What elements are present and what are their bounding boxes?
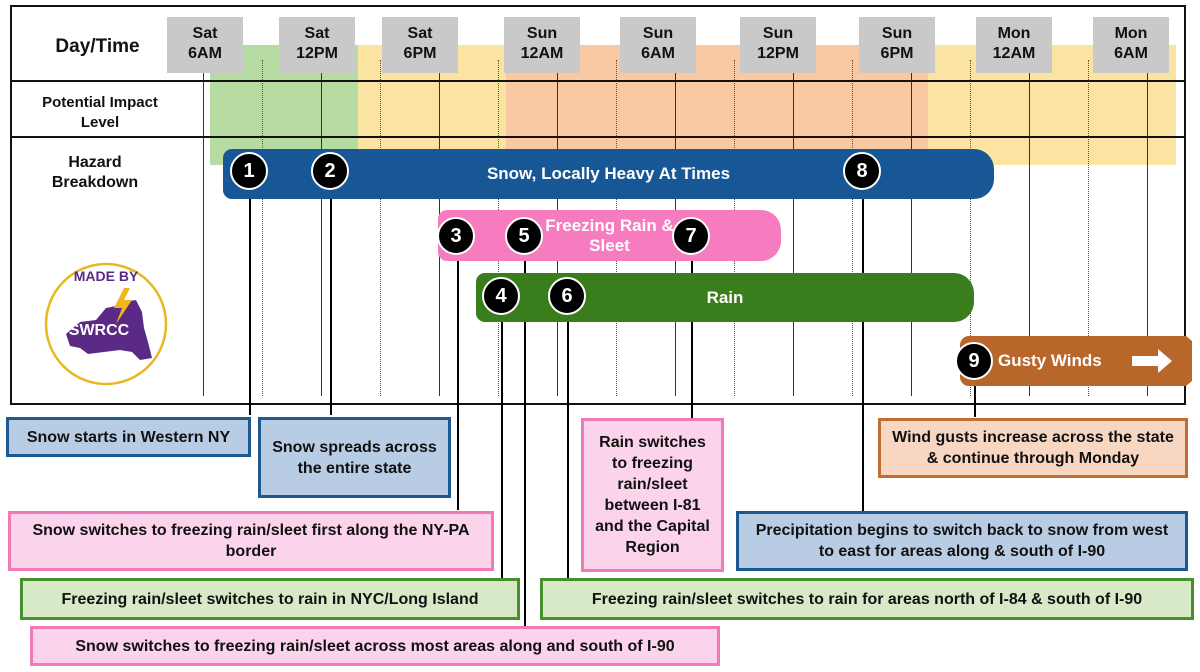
grid-line bbox=[262, 60, 263, 396]
grid-line bbox=[911, 60, 912, 396]
marker-1: 1 bbox=[230, 152, 268, 190]
marker-8: 8 bbox=[843, 152, 881, 190]
grid-line bbox=[852, 60, 853, 396]
note-6: Freezing rain/sleet switches to rain for… bbox=[540, 578, 1194, 620]
marker-9: 9 bbox=[955, 342, 993, 380]
row-label-day-time: Day/Time bbox=[55, 36, 140, 57]
grid-line bbox=[321, 60, 322, 396]
swrcc-logo: MADE BY SWRCC bbox=[44, 262, 168, 386]
grid-line bbox=[1029, 60, 1030, 396]
arrow-right-icon bbox=[1132, 349, 1172, 373]
note-5: Snow switches to freezing rain/sleet acr… bbox=[30, 626, 720, 666]
marker-2: 2 bbox=[311, 152, 349, 190]
hazard-bar-freezing-rain: Freezing Rain & Sleet bbox=[438, 210, 781, 261]
note-2: Snow spreads across the entire state bbox=[258, 417, 451, 498]
lightning-bolt-icon bbox=[114, 288, 132, 324]
note-7: Rain switches to freezing rain/sleet bet… bbox=[581, 418, 724, 572]
timeline-frame bbox=[10, 5, 1186, 405]
note-1: Snow starts in Western NY bbox=[6, 417, 251, 457]
hazard-bar-wind: Gusty Winds bbox=[960, 336, 1194, 386]
connector-line bbox=[249, 172, 251, 415]
connector-line bbox=[501, 297, 503, 578]
connector-line bbox=[691, 237, 693, 418]
grid-line bbox=[793, 60, 794, 396]
grid-line bbox=[203, 60, 204, 396]
note-3: Snow switches to freezing rain/sleet fir… bbox=[8, 511, 494, 571]
connector-line bbox=[524, 237, 526, 626]
grid-line bbox=[380, 60, 381, 396]
marker-7: 7 bbox=[672, 217, 710, 255]
row-label-impact: Potential Impact Level bbox=[42, 94, 158, 131]
marker-6: 6 bbox=[548, 277, 586, 315]
hazard-label-freezing-rain: Freezing Rain & Sleet bbox=[545, 215, 674, 255]
connector-line bbox=[330, 172, 332, 415]
logo-emblem bbox=[44, 262, 168, 386]
hazard-label-rain: Rain bbox=[706, 287, 744, 307]
grid-line bbox=[1147, 60, 1148, 396]
marker-4: 4 bbox=[482, 277, 520, 315]
note-9: Wind gusts increase across the state & c… bbox=[878, 418, 1188, 478]
connector-line bbox=[567, 297, 569, 578]
row-label-hazard: Hazard Breakdown bbox=[51, 154, 139, 191]
connector-line bbox=[974, 360, 976, 417]
marker-3: 3 bbox=[437, 217, 475, 255]
marker-5: 5 bbox=[505, 217, 543, 255]
note-4: Freezing rain/sleet switches to rain in … bbox=[20, 578, 520, 620]
note-8: Precipitation begins to switch back to s… bbox=[736, 511, 1188, 571]
wind-bar-shape bbox=[960, 336, 1192, 386]
connector-line bbox=[862, 172, 864, 511]
grid-line bbox=[1088, 60, 1089, 396]
row-divider bbox=[10, 80, 1186, 82]
connector-line bbox=[457, 237, 459, 510]
hazard-label-snow: Snow, Locally Heavy At Times bbox=[486, 164, 731, 183]
grid-line bbox=[970, 60, 971, 396]
row-divider bbox=[10, 136, 1186, 138]
logo-name: SWRCC bbox=[68, 322, 130, 339]
logo-made-by: MADE BY bbox=[73, 268, 139, 284]
hazard-label-wind: Gusty Winds bbox=[998, 351, 1102, 370]
